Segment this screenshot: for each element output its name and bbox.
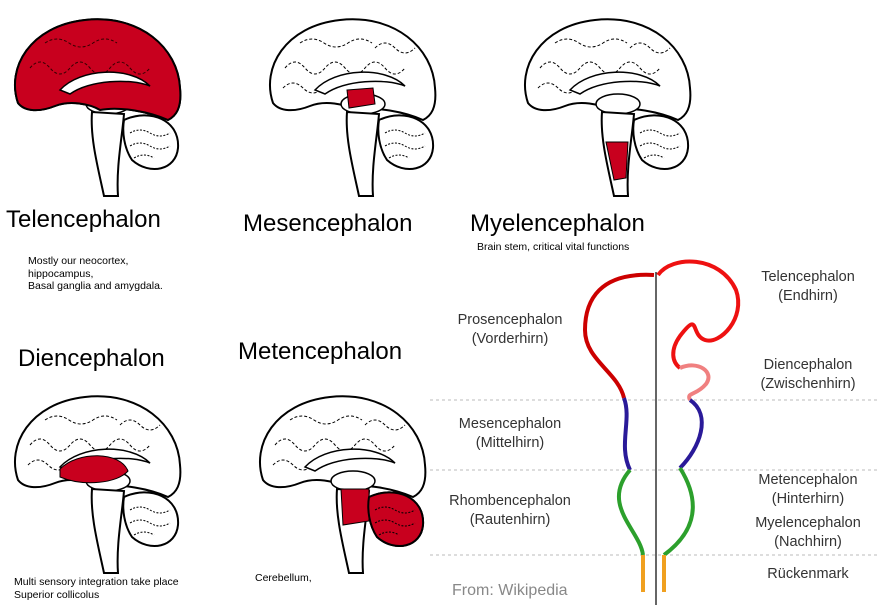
label-line: Rückenmark [767,566,849,582]
desc-line: Superior collicolus [14,588,100,601]
desc-metencephalon: Cerebellum, [255,572,312,585]
brain-diencephalon-image [13,395,182,574]
desc-line: Brain stem, critical vital functions [477,241,630,253]
telencephalon-highlight [13,18,182,122]
label-line: Telencephalon [761,269,855,285]
desc-line: Cerebellum, [255,572,312,584]
title-telencephalon: Telencephalon [6,206,161,233]
source-credit: From: Wikipedia [452,582,568,599]
mesencephalon-highlight [346,87,376,109]
label-line: (Hinterhirn) [771,491,845,507]
title-myelencephalon: Myelencephalon [470,210,645,237]
brain-metencephalon-image [258,395,427,574]
label-line: Rhombencephalon [449,493,571,509]
diencephalon-highlight [59,455,129,484]
desc-diencephalon: Multi sensory integration take place Sup… [14,576,179,601]
label-line: (Zwischenhirn) [760,376,856,392]
mesencephalon-wall-right [678,398,704,470]
brain-myelencephalon-image [523,18,692,198]
label-line: (Rautenhirn) [469,512,551,528]
prosencephalon-wall [582,272,655,399]
neural-tube-diagram [430,259,880,605]
label-line: (Mittelhirn) [475,435,545,451]
brain-mesencephalon-image [268,18,437,198]
brain-telencephalon-image [13,18,182,198]
label-rhombencephalon: Rhombencephalon (Rautenhirn) [436,492,584,530]
desc-telencephalon: Mostly our neocortex, hippocampus, Basal… [28,255,163,293]
label-telencephalon: Telencephalon (Endhirn) [738,268,878,306]
label-line: (Endhirn) [778,288,838,304]
title-mesencephalon: Mesencephalon [243,210,413,237]
mesencephalon-wall-left [622,397,632,471]
desc-line: Mostly our neocortex, [28,255,129,267]
rhombencephalon-wall-right [662,466,695,557]
rhombencephalon-wall-left [616,468,645,556]
telencephalon-wall [656,259,741,370]
label-line: (Vorderhirn) [471,331,549,347]
diencephalon-wall [679,363,711,401]
title-metencephalon: Metencephalon [238,338,403,365]
label-mesencephalon: Mesencephalon (Mittelhirn) [440,415,580,453]
title-diencephalon: Diencephalon [18,345,165,372]
label-metencephalon: Metencephalon (Hinterhirn) [738,471,878,509]
desc-line: Basal ganglia and amygdala. [28,280,163,292]
desc-line: Multi sensory integration take place [14,576,179,588]
label-line: (Nachhirn) [774,534,842,550]
metencephalon-highlight [340,488,370,526]
label-myelencephalon: Myelencephalon (Nachhirn) [738,514,878,552]
label-prosencephalon: Prosencephalon (Vorderhirn) [440,311,580,349]
label-spinal-cord: Rückenmark [738,565,878,584]
label-line: Mesencephalon [458,416,562,432]
label-line: Diencephalon [763,357,853,373]
label-diencephalon: Diencephalon (Zwischenhirn) [738,356,878,394]
desc-myelencephalon: Brain stem, critical vital functions [477,241,629,254]
label-line: Myelencephalon [755,515,861,531]
desc-line: hippocampus, [28,267,94,280]
myelencephalon-highlight [605,141,629,181]
label-line: Prosencephalon [457,312,563,328]
label-line: Metencephalon [758,472,858,488]
